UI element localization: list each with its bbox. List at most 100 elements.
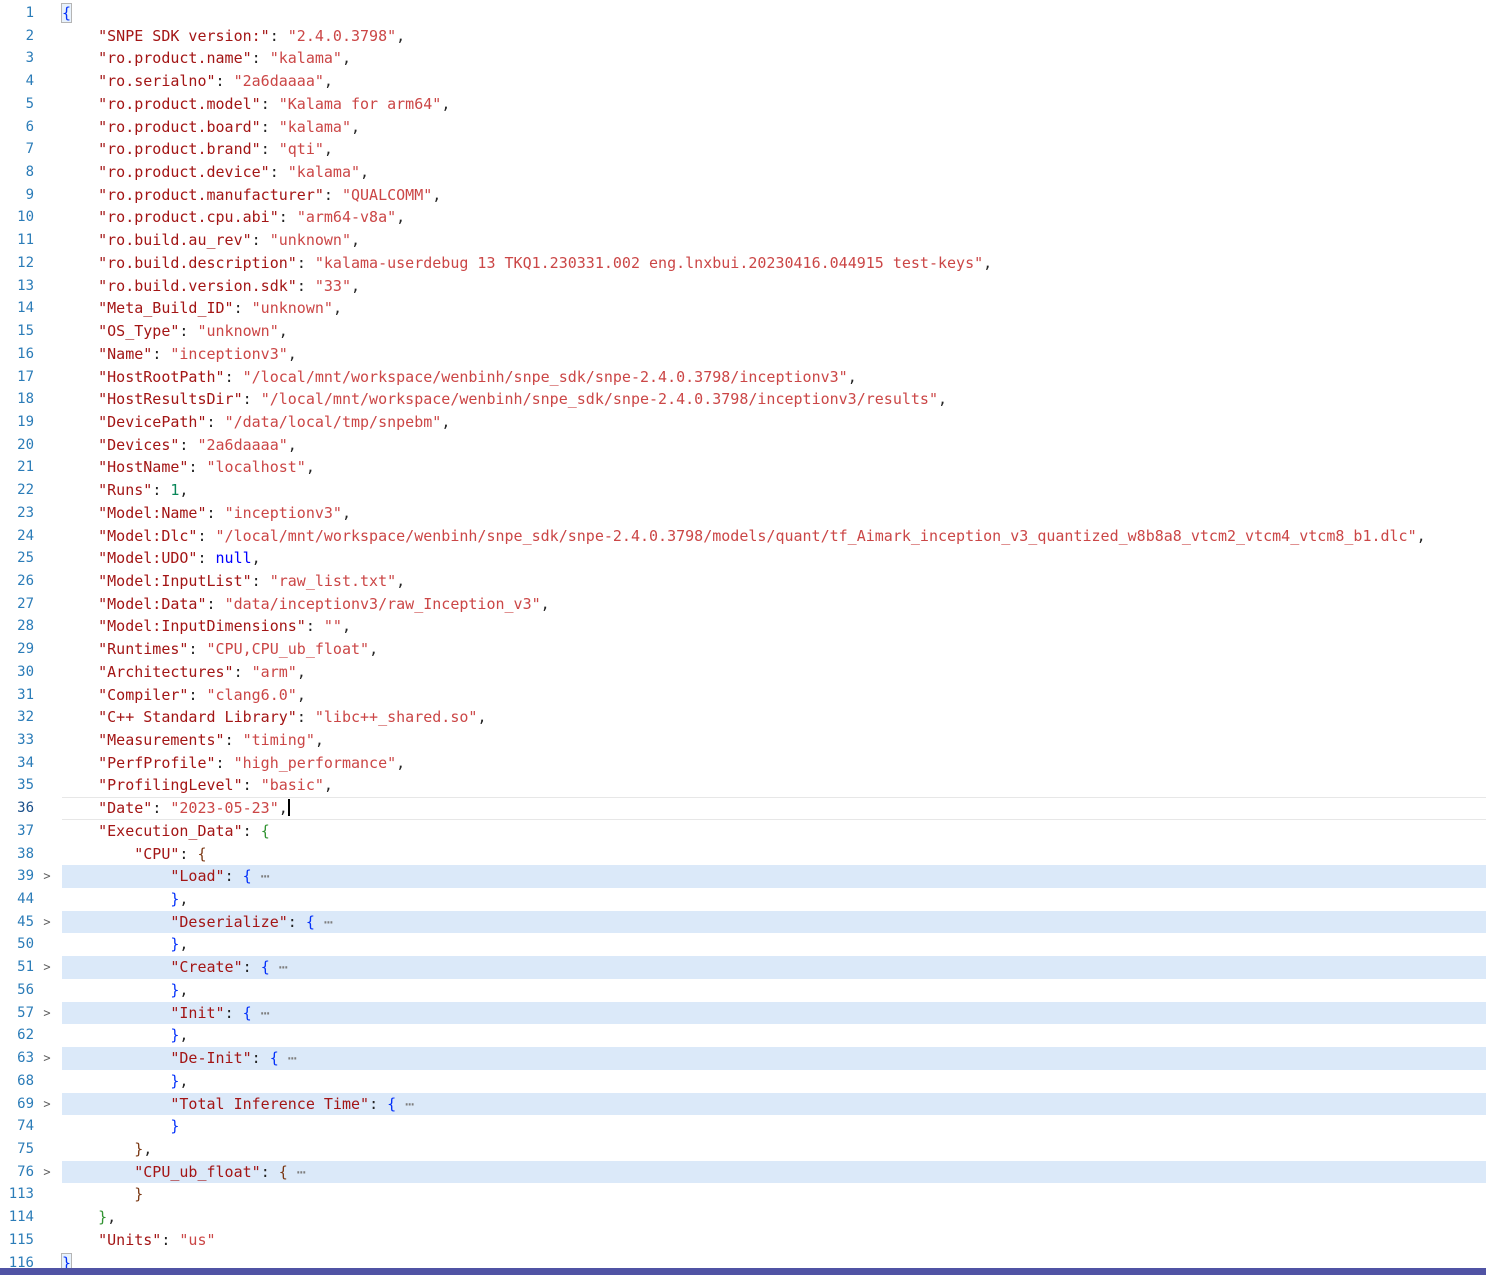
line-number[interactable]: 34 — [0, 752, 34, 775]
code-line[interactable]: 76> "CPU_ub_float": { ⋯ — [0, 1161, 1486, 1184]
code-text[interactable]: "ro.build.au_rev": "unknown", — [62, 229, 1486, 252]
code-text[interactable]: "Model:Name": "inceptionv3", — [62, 502, 1486, 525]
line-number[interactable]: 68 — [0, 1070, 34, 1093]
code-text[interactable]: "ro.product.name": "kalama", — [62, 47, 1486, 70]
code-text[interactable]: "SNPE SDK version:": "2.4.0.3798", — [62, 25, 1486, 48]
code-text[interactable]: "HostRootPath": "/local/mnt/workspace/we… — [62, 366, 1486, 389]
line-number[interactable]: 5 — [0, 93, 34, 116]
code-text[interactable]: "Runs": 1, — [62, 479, 1486, 502]
code-line[interactable]: 1{ — [0, 2, 1486, 25]
code-line[interactable]: 75 }, — [0, 1138, 1486, 1161]
code-text[interactable]: "Init": { ⋯ — [62, 1002, 1486, 1025]
line-number[interactable]: 21 — [0, 456, 34, 479]
line-number[interactable]: 33 — [0, 729, 34, 752]
line-number[interactable]: 4 — [0, 70, 34, 93]
code-text[interactable]: }, — [62, 1206, 1486, 1229]
code-text[interactable]: "ro.serialno": "2a6daaaa", — [62, 70, 1486, 93]
line-number[interactable]: 39 — [0, 865, 34, 888]
line-number[interactable]: 44 — [0, 888, 34, 911]
code-text[interactable]: } — [62, 1115, 1486, 1138]
fold-chevron-icon[interactable]: > — [34, 1047, 60, 1070]
code-line[interactable]: 17 "HostRootPath": "/local/mnt/workspace… — [0, 366, 1486, 389]
code-line[interactable]: 39> "Load": { ⋯ — [0, 865, 1486, 888]
code-line[interactable]: 9 "ro.product.manufacturer": "QUALCOMM", — [0, 184, 1486, 207]
line-number[interactable]: 9 — [0, 184, 34, 207]
line-number[interactable]: 27 — [0, 593, 34, 616]
code-text[interactable]: "ProfilingLevel": "basic", — [62, 774, 1486, 797]
fold-chevron-icon[interactable]: > — [34, 865, 60, 888]
fold-chevron-icon[interactable]: > — [34, 956, 60, 979]
code-text[interactable]: "CPU_ub_float": { ⋯ — [62, 1161, 1486, 1184]
code-line[interactable]: 51> "Create": { ⋯ — [0, 956, 1486, 979]
code-text[interactable]: }, — [62, 1024, 1486, 1047]
code-line[interactable]: 22 "Runs": 1, — [0, 479, 1486, 502]
line-number[interactable]: 25 — [0, 547, 34, 570]
code-text[interactable]: "C++ Standard Library": "libc++_shared.s… — [62, 706, 1486, 729]
code-line[interactable]: 34 "PerfProfile": "high_performance", — [0, 752, 1486, 775]
code-text[interactable]: "ro.product.cpu.abi": "arm64-v8a", — [62, 206, 1486, 229]
line-number[interactable]: 113 — [0, 1183, 34, 1206]
line-number[interactable]: 2 — [0, 25, 34, 48]
code-text[interactable]: "HostName": "localhost", — [62, 456, 1486, 479]
code-line[interactable]: 3 "ro.product.name": "kalama", — [0, 47, 1486, 70]
code-line[interactable]: 113 } — [0, 1183, 1486, 1206]
line-number[interactable]: 36 — [0, 797, 34, 820]
line-number[interactable]: 38 — [0, 843, 34, 866]
line-number[interactable]: 50 — [0, 933, 34, 956]
code-text[interactable]: "OS_Type": "unknown", — [62, 320, 1486, 343]
code-line[interactable]: 38 "CPU": { — [0, 843, 1486, 866]
code-text[interactable]: "Total Inference Time": { ⋯ — [62, 1093, 1486, 1116]
code-text[interactable]: "Load": { ⋯ — [62, 865, 1486, 888]
code-text[interactable]: "Execution_Data": { — [62, 820, 1486, 843]
code-text[interactable]: "Runtimes": "CPU,CPU_ub_float", — [62, 638, 1486, 661]
code-line[interactable]: 2 "SNPE SDK version:": "2.4.0.3798", — [0, 25, 1486, 48]
line-number[interactable]: 114 — [0, 1206, 34, 1229]
code-line[interactable]: 16 "Name": "inceptionv3", — [0, 343, 1486, 366]
code-text[interactable]: "Model:InputDimensions": "", — [62, 615, 1486, 638]
code-text[interactable]: "ro.build.version.sdk": "33", — [62, 275, 1486, 298]
code-text[interactable]: "Date": "2023-05-23", — [62, 797, 1486, 820]
code-line[interactable]: 26 "Model:InputList": "raw_list.txt", — [0, 570, 1486, 593]
code-line[interactable]: 63> "De-Init": { ⋯ — [0, 1047, 1486, 1070]
line-number[interactable]: 8 — [0, 161, 34, 184]
code-text[interactable]: "ro.build.description": "kalama-userdebu… — [62, 252, 1486, 275]
code-line[interactable]: 56 }, — [0, 979, 1486, 1002]
code-text[interactable]: "Model:Dlc": "/local/mnt/workspace/wenbi… — [62, 525, 1486, 548]
code-text[interactable]: "Measurements": "timing", — [62, 729, 1486, 752]
code-text[interactable]: "HostResultsDir": "/local/mnt/workspace/… — [62, 388, 1486, 411]
code-text[interactable]: "Architectures": "arm", — [62, 661, 1486, 684]
code-text[interactable]: "Name": "inceptionv3", — [62, 343, 1486, 366]
code-line[interactable]: 44 }, — [0, 888, 1486, 911]
line-number[interactable]: 24 — [0, 525, 34, 548]
fold-chevron-icon[interactable]: > — [34, 911, 60, 934]
line-number[interactable]: 37 — [0, 820, 34, 843]
code-line[interactable]: 27 "Model:Data": "data/inceptionv3/raw_I… — [0, 593, 1486, 616]
code-line[interactable]: 19 "DevicePath": "/data/local/tmp/snpebm… — [0, 411, 1486, 434]
code-line[interactable]: 68 }, — [0, 1070, 1486, 1093]
line-number[interactable]: 12 — [0, 252, 34, 275]
code-line[interactable]: 13 "ro.build.version.sdk": "33", — [0, 275, 1486, 298]
line-number[interactable]: 16 — [0, 343, 34, 366]
line-number[interactable]: 10 — [0, 206, 34, 229]
code-text[interactable]: { — [62, 2, 1486, 25]
code-line[interactable]: 32 "C++ Standard Library": "libc++_share… — [0, 706, 1486, 729]
code-text[interactable]: "ro.product.model": "Kalama for arm64", — [62, 93, 1486, 116]
code-line[interactable]: 69> "Total Inference Time": { ⋯ — [0, 1093, 1486, 1116]
code-text[interactable]: "De-Init": { ⋯ — [62, 1047, 1486, 1070]
line-number[interactable]: 26 — [0, 570, 34, 593]
code-text[interactable]: "PerfProfile": "high_performance", — [62, 752, 1486, 775]
line-number[interactable]: 45 — [0, 911, 34, 934]
code-line[interactable]: 57> "Init": { ⋯ — [0, 1002, 1486, 1025]
code-line[interactable]: 12 "ro.build.description": "kalama-userd… — [0, 252, 1486, 275]
code-line[interactable]: 11 "ro.build.au_rev": "unknown", — [0, 229, 1486, 252]
code-text[interactable]: "CPU": { — [62, 843, 1486, 866]
code-text[interactable]: } — [62, 1183, 1486, 1206]
code-text[interactable]: }, — [62, 1070, 1486, 1093]
code-text[interactable]: "Model:UDO": null, — [62, 547, 1486, 570]
code-text[interactable]: }, — [62, 979, 1486, 1002]
code-line[interactable]: 15 "OS_Type": "unknown", — [0, 320, 1486, 343]
code-line[interactable]: 20 "Devices": "2a6daaaa", — [0, 434, 1486, 457]
line-number[interactable]: 11 — [0, 229, 34, 252]
code-text[interactable]: }, — [62, 1138, 1486, 1161]
